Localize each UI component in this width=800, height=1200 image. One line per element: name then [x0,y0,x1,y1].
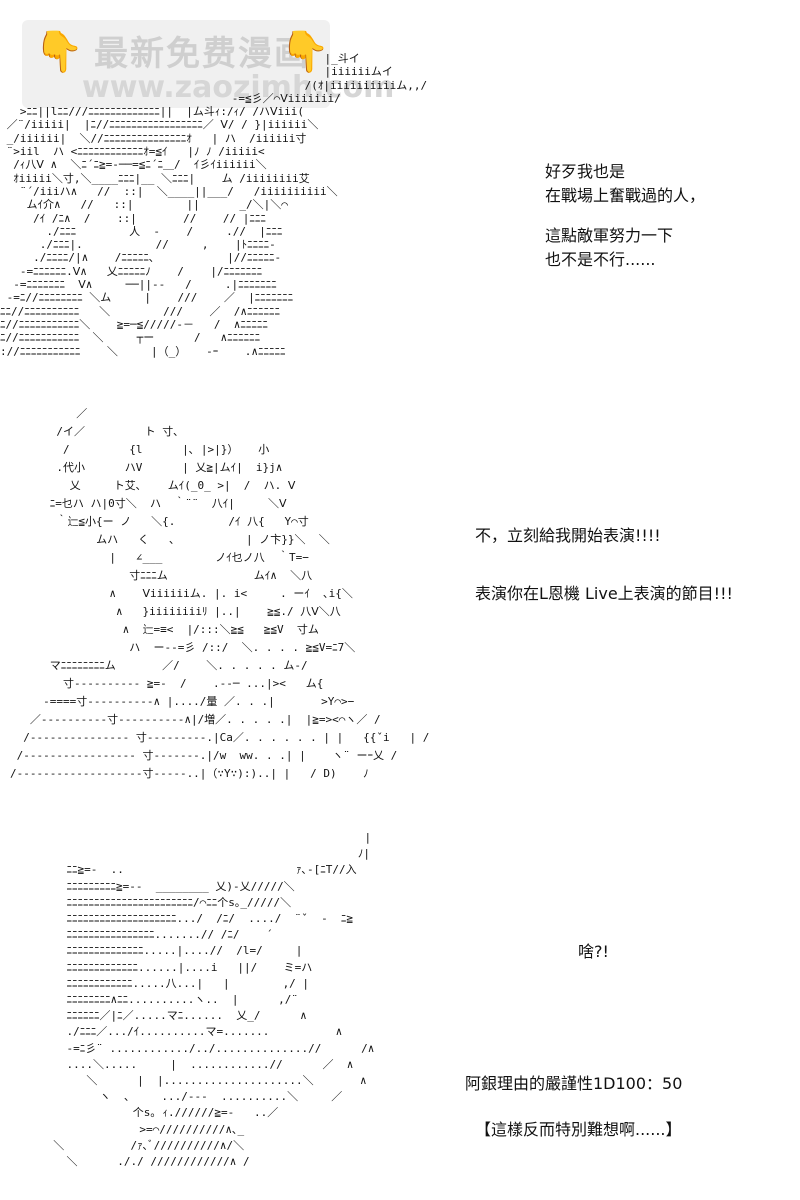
dialogue-line: 在戰場上奮戰過的人， [545,186,706,205]
pointing-hand-icon: 👇 [280,29,330,75]
watermark-title: 最新免费漫画 [94,34,310,74]
panel1-dialogue: 好歹我也是 在戰場上奮戰過的人， 這點敵軍努力一下 也不是不行...... [545,160,705,272]
dialogue-line: 這點敵軍努力一下 [545,226,674,245]
dialogue-line: 不，立刻給我開始表演!!!! [475,526,661,545]
pointing-hand-icon: 👇 [34,29,84,75]
watermark-banner: 👇 最新免费漫画 www.zaozimh.com 👇 [22,20,394,108]
dialogue-gap [545,208,705,224]
panel2-dialogue: 不，立刻給我開始表演!!!! 表演你在L恩機 Live上表演的節目!!! [475,524,733,606]
dialogue-gap [475,548,733,582]
panel3-dialogue: 啥?! [578,942,609,961]
dialogue-line: 也不是不行...... [545,250,656,269]
watermark-url: www.zaozimh.com [82,70,395,105]
dialogue-line: 好歹我也是 [545,162,626,181]
panel2-ascii-art: ／ /イ／ ト 寸､ / {l |､ |>|}） 小 .代小 ハV | 乂≧|ム… [10,407,430,780]
panel3-ascii-art: | ﾉ| ﾆﾆ≧=- .. ｧ､-[ﾆT//入 ﾆﾆﾆﾆﾆﾆﾆﾆﾆ≧=-- __… [53,831,375,1169]
narration-comment: 【這樣反而特別難想啊......】 [475,1120,682,1139]
dice-result: 阿銀理由的嚴謹性1D100：50 [465,1074,683,1093]
dialogue-line: 表演你在L恩機 Live上表演的節目!!! [475,584,733,603]
panel1-ascii-art: |_斗イ |iiiiiiムイ /(ｵ|iiiiiiiiiiム,,/ -=≦彡／⌒… [0,52,428,358]
